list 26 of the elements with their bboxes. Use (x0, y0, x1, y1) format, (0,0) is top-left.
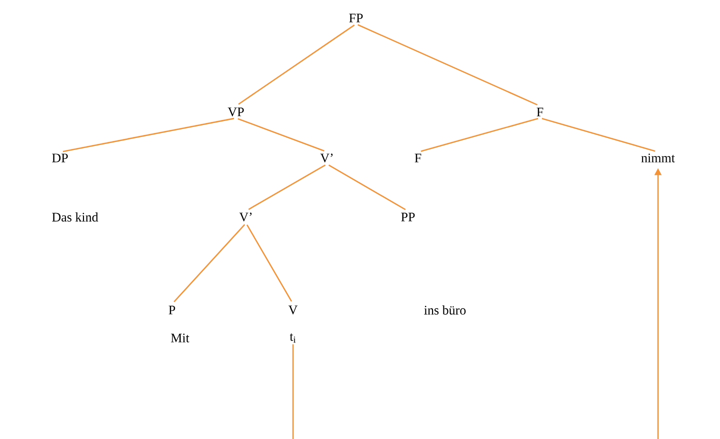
tree-branch (420, 118, 538, 152)
tree-label: t$_{i}$ (290, 333, 296, 343)
tree-label: FP (349, 14, 363, 22)
tree-branch (174, 224, 246, 302)
tree-label: F (414, 154, 422, 162)
tree-label: Das kind (52, 212, 98, 222)
tree-label: F (536, 108, 544, 116)
tree-branch (328, 164, 406, 210)
tree-label: ins büro (424, 305, 466, 315)
tree-branch (62, 118, 234, 152)
tree-label: V’ (239, 212, 252, 222)
tree-branch (292, 344, 294, 439)
tree-label: DP (52, 154, 68, 162)
tree-branch (238, 118, 324, 152)
tree-branch (358, 24, 538, 106)
tree-label: PP (401, 212, 415, 222)
tree-label: nimmt (641, 154, 675, 162)
tree-label: VP (228, 108, 244, 116)
tree-label: V’ (320, 154, 333, 162)
tree-label: P (168, 306, 176, 314)
tree-branch (246, 224, 292, 302)
tree-branch (248, 164, 326, 210)
tree-label: Mit (170, 334, 190, 342)
tree-branch (542, 118, 656, 152)
tree-label: V (288, 306, 298, 314)
tree-branch (238, 24, 355, 105)
